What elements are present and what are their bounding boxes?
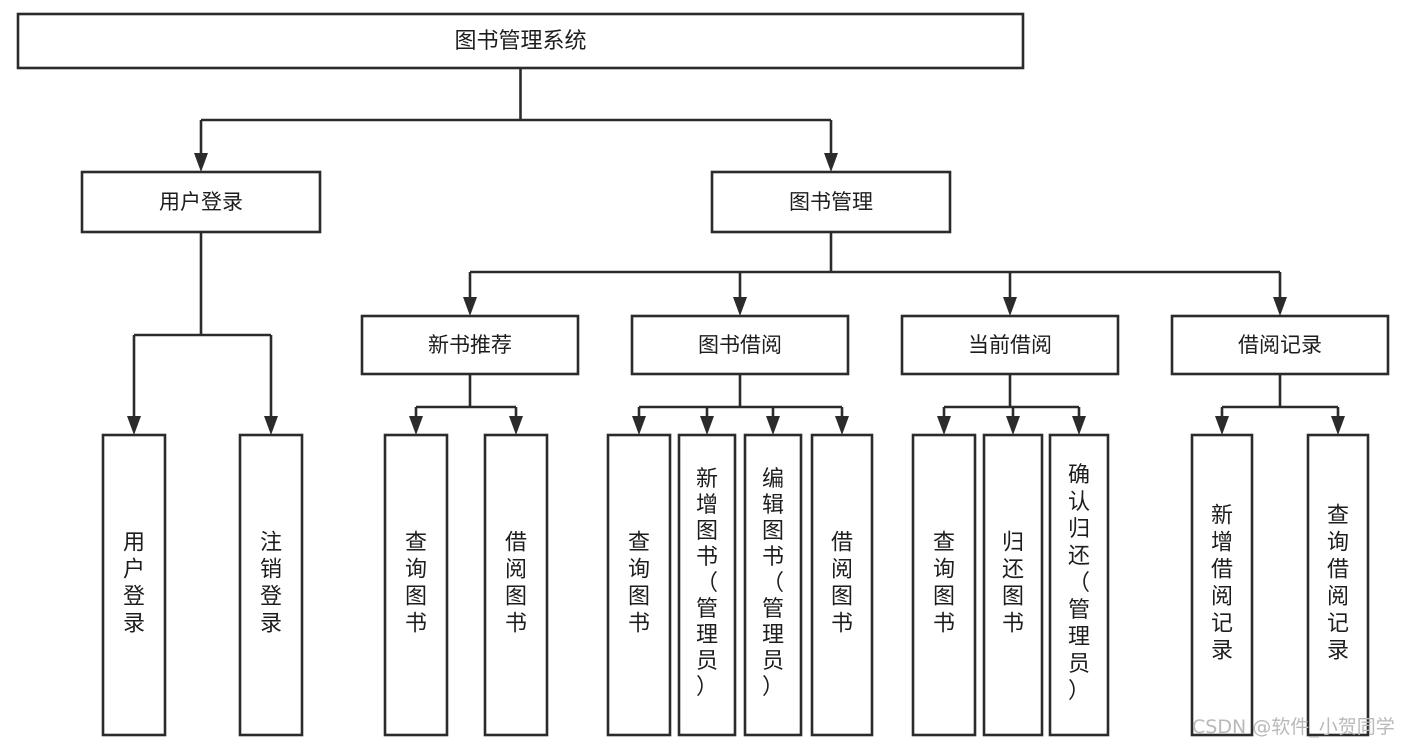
- node-root-box: [16, 12, 1025, 70]
- edges-book-borrow-to-leaves: [632, 374, 849, 435]
- node-leaf-confirm-return[interactable]: 确认归还（管理员）: [1048, 433, 1110, 737]
- arrowhead: [409, 416, 423, 435]
- node-current-borrow-label: 当前借阅: [968, 333, 1052, 357]
- node-user-login-box: [80, 170, 322, 234]
- node-leaf-return-book-label: 归还图书: [1002, 531, 1024, 637]
- arrowhead: [835, 416, 849, 435]
- node-leaf-borrow-book-rec-box: [483, 433, 549, 737]
- arrowhead: [1331, 416, 1345, 435]
- node-root[interactable]: 图书管理系统: [16, 12, 1025, 70]
- arrowhead: [1006, 416, 1020, 435]
- node-leaf-logout-label: 注销登录: [260, 531, 282, 637]
- arrowhead: [509, 416, 523, 435]
- node-user-login-label: 用户登录: [159, 190, 243, 214]
- node-book-manage[interactable]: 图书管理: [710, 170, 952, 234]
- edges-new-book-recommend-to-leaves: [409, 374, 523, 435]
- node-current-borrow-box: [900, 314, 1120, 376]
- node-new-book-recommend-label: 新书推荐: [428, 333, 512, 357]
- node-leaf-confirm-return-label: 确认归还（管理员）: [1068, 463, 1090, 704]
- node-leaf-query-record[interactable]: 查询借阅记录: [1306, 433, 1370, 737]
- arrowhead: [127, 416, 141, 435]
- arrowhead: [937, 416, 951, 435]
- node-leaf-query-book-rec[interactable]: 查询图书: [383, 433, 449, 737]
- node-leaf-add-record[interactable]: 新增借阅记录: [1190, 433, 1254, 737]
- edges-root-to-level2: [194, 68, 838, 172]
- node-leaf-add-book-label: 新增图书（管理员）: [696, 467, 718, 700]
- arrowhead: [1215, 416, 1229, 435]
- node-leaf-query-book[interactable]: 查询图书: [606, 433, 672, 737]
- node-leaf-add-record-box: [1190, 433, 1254, 737]
- node-leaf-borrow-book-box: [810, 433, 874, 737]
- node-borrow-record-box: [1170, 314, 1390, 376]
- node-leaf-query-record-box: [1306, 433, 1370, 737]
- arrowhead: [824, 153, 838, 172]
- arrowhead: [700, 416, 714, 435]
- node-leaf-edit-book-box: [743, 433, 803, 737]
- node-leaf-borrow-book[interactable]: 借阅图书: [810, 433, 874, 737]
- node-leaf-query-book-rec-box: [383, 433, 449, 737]
- node-leaf-borrow-book-rec[interactable]: 借阅图书: [483, 433, 549, 737]
- node-leaf-return-book-box: [982, 433, 1044, 737]
- node-book-borrow-box: [630, 314, 850, 376]
- node-leaf-user-login-label: 用户登录: [123, 531, 145, 637]
- arrowhead: [632, 416, 646, 435]
- node-leaf-add-book[interactable]: 新增图书（管理员）: [677, 433, 737, 737]
- node-leaf-borrow-book-rec-label: 借阅图书: [505, 531, 527, 637]
- node-leaf-query-book-cur[interactable]: 查询图书: [911, 433, 977, 737]
- node-book-borrow-label: 图书借阅: [698, 333, 782, 357]
- node-leaf-add-book-box: [677, 433, 737, 737]
- node-leaf-logout-box: [238, 433, 304, 737]
- node-new-book-recommend[interactable]: 新书推荐: [360, 314, 580, 376]
- node-root-label: 图书管理系统: [454, 29, 586, 54]
- node-leaf-user-login[interactable]: 用户登录: [101, 433, 167, 737]
- node-leaf-confirm-return-box: [1048, 433, 1110, 737]
- node-leaf-query-book-label: 查询图书: [628, 531, 650, 637]
- node-user-login[interactable]: 用户登录: [80, 170, 322, 234]
- edges-current-borrow-to-leaves: [937, 374, 1086, 435]
- node-current-borrow[interactable]: 当前借阅: [900, 314, 1120, 376]
- node-leaf-edit-book-label: 编辑图书（管理员）: [762, 467, 784, 700]
- node-leaf-edit-book[interactable]: 编辑图书（管理员）: [743, 433, 803, 737]
- edges-borrow-record-to-leaves: [1215, 374, 1345, 435]
- arrowhead: [264, 416, 278, 435]
- node-leaf-borrow-book-label: 借阅图书: [831, 531, 853, 637]
- node-leaf-logout[interactable]: 注销登录: [238, 433, 304, 737]
- node-book-manage-label: 图书管理: [789, 190, 873, 214]
- edges-user-login-to-leaves: [127, 232, 278, 435]
- node-leaf-user-login-box: [101, 433, 167, 737]
- arrowhead: [766, 416, 780, 435]
- node-leaf-query-book-cur-label: 查询图书: [933, 531, 955, 637]
- node-new-book-recommend-box: [360, 314, 580, 376]
- node-leaf-query-book-cur-box: [911, 433, 977, 737]
- arrowhead: [1072, 416, 1086, 435]
- node-book-manage-box: [710, 170, 952, 234]
- node-borrow-record[interactable]: 借阅记录: [1170, 314, 1390, 376]
- node-leaf-query-book-box: [606, 433, 672, 737]
- node-layer: 图书管理系统用户登录图书管理新书推荐图书借阅当前借阅借阅记录用户登录注销登录查询…: [16, 12, 1390, 737]
- node-borrow-record-label: 借阅记录: [1238, 333, 1322, 357]
- node-leaf-add-record-label: 新增借阅记录: [1211, 504, 1233, 664]
- node-leaf-return-book[interactable]: 归还图书: [982, 433, 1044, 737]
- arrowhead: [733, 297, 747, 316]
- arrowhead: [194, 153, 208, 172]
- arrowhead: [463, 297, 477, 316]
- csdn-watermark: CSDN @软件_小贺同学: [1192, 716, 1395, 738]
- node-leaf-query-record-label: 查询借阅记录: [1327, 504, 1349, 664]
- arrowhead: [1273, 297, 1287, 316]
- connector-layer: [127, 68, 1345, 435]
- node-book-borrow[interactable]: 图书借阅: [630, 314, 850, 376]
- arrowhead: [1003, 297, 1017, 316]
- node-leaf-query-book-rec-label: 查询图书: [405, 531, 427, 637]
- edges-book-manage-to-level3: [463, 232, 1287, 316]
